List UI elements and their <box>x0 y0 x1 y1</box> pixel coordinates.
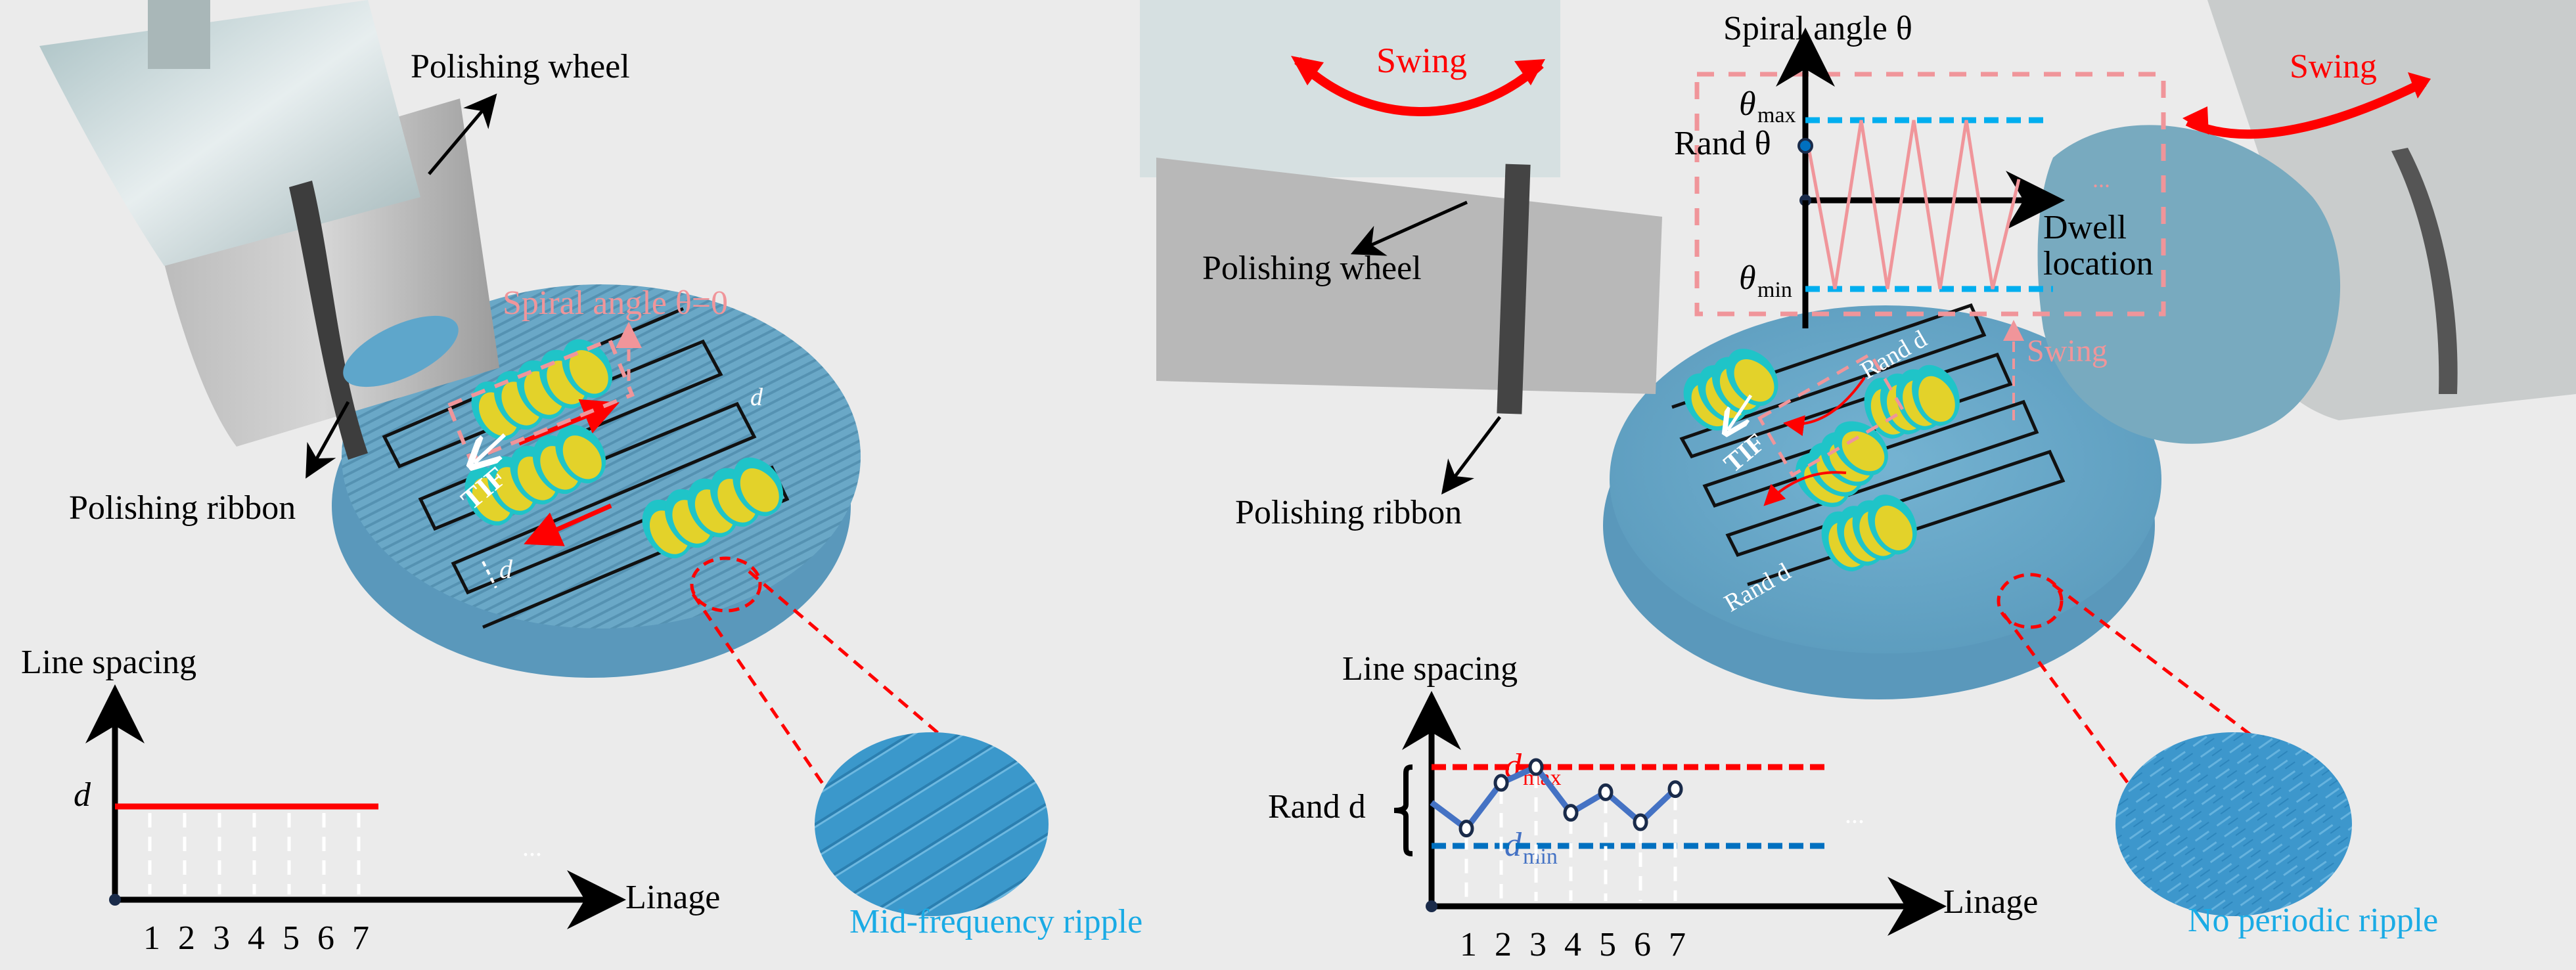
theta-min-label: θ <box>1739 259 1756 297</box>
right-wheel-label: Polishing wheel <box>1202 250 1422 287</box>
right-swing-small-label: Swing <box>2027 334 2108 368</box>
right-swing-arrow-2 <box>1763 471 1847 506</box>
right-wheel-cap <box>1140 0 1560 177</box>
left-wheel-leader <box>428 93 497 175</box>
left-zoom-circle <box>690 556 762 613</box>
left-ribbon-leader <box>305 401 350 479</box>
right-zoom-leader-2 <box>2052 583 2288 763</box>
random-spacing-chart: Line spacing Linage Rand d d max d min .… <box>1268 650 2038 963</box>
no-periodic-ripple-sample <box>2115 732 2352 916</box>
right-chart-xtick: 2 <box>1495 926 1512 963</box>
right-chart-ylabel: Line spacing <box>1342 650 1518 688</box>
left-ribbon-label: Polishing ribbon <box>69 489 296 527</box>
right-swing-arrowhead-right-a <box>2182 106 2209 135</box>
left-polishing-ribbon <box>289 181 368 460</box>
rand-d-point <box>1598 783 1614 801</box>
rand-d-point <box>1528 758 1544 776</box>
left-feed-arrow-2 <box>524 503 612 546</box>
right-tif-arrow <box>1728 394 1753 430</box>
left-tif-arrow <box>474 433 507 463</box>
left-spacing-label: d <box>499 554 513 584</box>
right-swing-arc-right <box>2185 77 2427 139</box>
left-zoom-leader-2 <box>748 570 977 766</box>
rand-d-point <box>1493 774 1509 792</box>
right-swing-label-left: Swing <box>1376 41 1467 80</box>
theta-max-label: θ <box>1739 85 1756 123</box>
rand-d-brace <box>1393 764 1413 856</box>
right-polishing-ribbon <box>1497 164 1531 414</box>
left-spiral-box <box>445 337 635 463</box>
right-chart-origin <box>1426 900 1437 912</box>
left-chart-xlabel: Linage <box>625 879 720 916</box>
left-feed-arrow-1 <box>518 399 620 446</box>
angle-chart-ellipsis: ... <box>2092 166 2110 192</box>
right-chart-xtick: 4 <box>1564 926 1581 963</box>
left-chart-xtick: 7 <box>352 919 369 957</box>
right-tilted-ribbon <box>2391 148 2458 394</box>
right-spiral-box <box>1757 351 1906 477</box>
right-zoom-circle <box>1997 573 2064 629</box>
mid-frequency-ripple-sample <box>815 732 1049 916</box>
right-swing-arrowhead-right-b <box>2408 72 2431 99</box>
theta-zigzag <box>1807 120 2021 290</box>
left-ripple-caption: Mid-frequency ripple <box>849 903 1142 940</box>
theta-max-sub: max <box>1757 103 1796 127</box>
right-swing-arrowhead-left-a <box>1291 56 1324 85</box>
angle-chart-ylabel: Spiral angle θ <box>1723 10 1912 47</box>
left-chart-xtick: 4 <box>248 919 265 957</box>
left-spiral-label: Spiral angle θ=0 <box>503 284 728 322</box>
right-tilted-disk <box>2037 125 2341 444</box>
rand-d-point <box>1667 780 1683 799</box>
rand-d-point <box>1458 820 1474 838</box>
left-spacing-label-2: d <box>750 384 763 411</box>
left-wheel-label: Polishing wheel <box>411 48 630 85</box>
right-chart-xtick: 3 <box>1529 926 1547 963</box>
right-polishing-wheel <box>1156 158 1662 394</box>
left-spacing-marker <box>482 561 497 588</box>
right-scene: Swing TIF Rand d Rand d Swing Swing Poli… <box>1140 0 2576 939</box>
left-chart-ellipsis: ... <box>522 832 542 862</box>
rand-d-point <box>1563 804 1579 822</box>
left-chart-ytick-d: d <box>74 776 91 814</box>
right-swing-arrowhead-left-b <box>1514 59 1545 85</box>
left-chart-xtick: 1 <box>143 919 160 957</box>
rand-d-point <box>1633 813 1648 831</box>
left-chart-ylabel: Line spacing <box>21 644 196 681</box>
left-chart-origin <box>109 894 121 906</box>
right-chart-ellipsis: ... <box>1845 799 1864 829</box>
left-scene: Spiral angle θ=0 TIF d d Polishing wheel… <box>39 0 1142 940</box>
right-chart-xtick: 1 <box>1460 926 1477 963</box>
left-chart-xtick: 3 <box>213 919 230 957</box>
theta-min-sub: min <box>1757 278 1792 302</box>
angle-chart-xlabel-1: Dwell <box>2043 209 2127 246</box>
left-wheel-cap <box>39 0 420 266</box>
right-swing-arrow-1 <box>1783 376 1866 436</box>
right-wheel-leader <box>1350 200 1468 256</box>
left-zoom-leader-1 <box>691 593 866 845</box>
left-chart-xtick: 2 <box>178 919 195 957</box>
rand-theta-point <box>1797 138 1813 154</box>
right-chart-rand-label: Rand d <box>1268 788 1366 826</box>
angle-chart-box <box>1694 72 2166 317</box>
left-chart-xtick: 5 <box>282 919 300 957</box>
right-swing-arc-left <box>1294 56 1544 116</box>
left-chart-xtick: 6 <box>317 919 334 957</box>
rand-theta-label: Rand θ <box>1674 125 1771 162</box>
right-chart-xtick: 5 <box>1599 926 1616 963</box>
right-chart-xtick: 6 <box>1634 926 1651 963</box>
right-swing-label-right: Swing <box>2290 48 2377 85</box>
right-ribbon-leader <box>1441 416 1501 495</box>
right-chart-xlabel: Linage <box>1943 883 2038 921</box>
angle-chart-xlabel-2: location <box>2043 245 2154 282</box>
right-ripple-caption: No periodic ripple <box>2188 902 2438 939</box>
right-ribbon-label: Polishing ribbon <box>1235 494 1462 531</box>
left-spindle <box>148 0 210 69</box>
spiral-angle-chart: Spiral angle θ Dwell location θ max θ mi… <box>1674 10 2166 328</box>
left-contact-spot <box>343 315 459 387</box>
right-chart-xtick: 7 <box>1669 926 1686 963</box>
